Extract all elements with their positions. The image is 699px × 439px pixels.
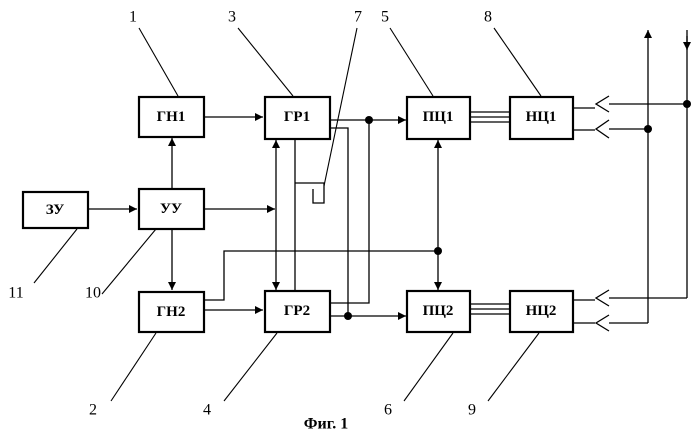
ref-7: 7 xyxy=(354,9,362,26)
ref-2: 2 xyxy=(89,402,97,419)
figure-caption: Фиг. 1 xyxy=(304,416,348,433)
ref-4: 4 xyxy=(203,402,211,419)
svg-text:ГН1: ГН1 xyxy=(157,109,186,125)
block-pts1: ПЦ1 xyxy=(407,97,470,139)
block-zu: ЗУ xyxy=(23,192,88,228)
svg-text:НЦ2: НЦ2 xyxy=(526,303,557,319)
svg-text:УУ: УУ xyxy=(160,201,182,217)
leader-lines xyxy=(34,28,541,401)
connections xyxy=(88,30,687,331)
svg-text:ГР1: ГР1 xyxy=(284,109,310,125)
svg-text:ПЦ1: ПЦ1 xyxy=(423,109,454,125)
svg-text:ГН2: ГН2 xyxy=(157,304,186,320)
block-gr2: ГР2 xyxy=(265,291,330,332)
block-nts2: НЦ2 xyxy=(510,291,573,332)
ref-10: 10 xyxy=(85,285,101,302)
block-gn2: ГН2 xyxy=(139,292,204,332)
block-nts1: НЦ1 xyxy=(510,97,573,139)
block-gn1: ГН1 xyxy=(139,97,204,137)
block-uu: УУ xyxy=(139,189,204,229)
block-pts2: ПЦ2 xyxy=(407,291,470,332)
block-gr1: ГР1 xyxy=(265,97,330,139)
svg-text:ЗУ: ЗУ xyxy=(46,202,65,218)
ref-3: 3 xyxy=(228,9,236,26)
ref-8: 8 xyxy=(484,9,492,26)
ref-1: 1 xyxy=(129,9,137,26)
ref-9: 9 xyxy=(468,402,476,419)
svg-text:ПЦ2: ПЦ2 xyxy=(423,303,454,319)
ref-5: 5 xyxy=(381,9,389,26)
svg-text:ГР2: ГР2 xyxy=(284,303,310,319)
ref-11: 11 xyxy=(8,285,23,302)
svg-text:НЦ1: НЦ1 xyxy=(526,109,557,125)
ref-6: 6 xyxy=(384,402,392,419)
